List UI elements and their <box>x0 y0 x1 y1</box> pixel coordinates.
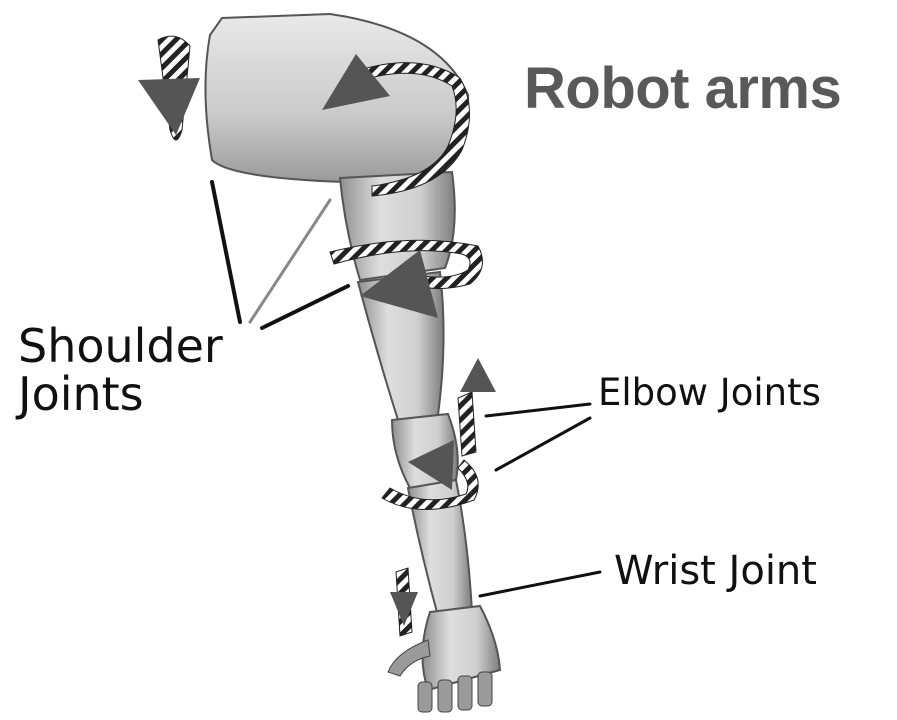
shoulder-label-line1: Shoulder <box>18 322 223 370</box>
shoulder-joints-label: Shoulder Joints <box>18 322 223 419</box>
elbow-joints-label: Elbow Joints <box>598 374 821 413</box>
elbow-leader-2 <box>496 418 590 470</box>
finger <box>418 682 432 712</box>
shoulder-leader-2 <box>250 200 330 322</box>
finger <box>438 680 452 712</box>
shoulder-leader-3 <box>262 286 348 328</box>
shoulder-leader-1 <box>212 182 240 322</box>
shoulder-arrowhead-left <box>138 78 200 135</box>
elbow-leader-1 <box>486 404 590 416</box>
finger <box>458 676 472 710</box>
page-title: Robot arms <box>524 60 897 118</box>
elbow-ribbon-up <box>458 392 476 456</box>
shoulder-label-line2: Joints <box>18 370 223 418</box>
finger <box>478 672 492 706</box>
wrist-leader <box>480 572 600 596</box>
wrist-arrowhead <box>390 592 418 626</box>
wrist-joint-label: Wrist Joint <box>614 550 817 592</box>
elbow-arrowhead-up <box>460 358 496 392</box>
